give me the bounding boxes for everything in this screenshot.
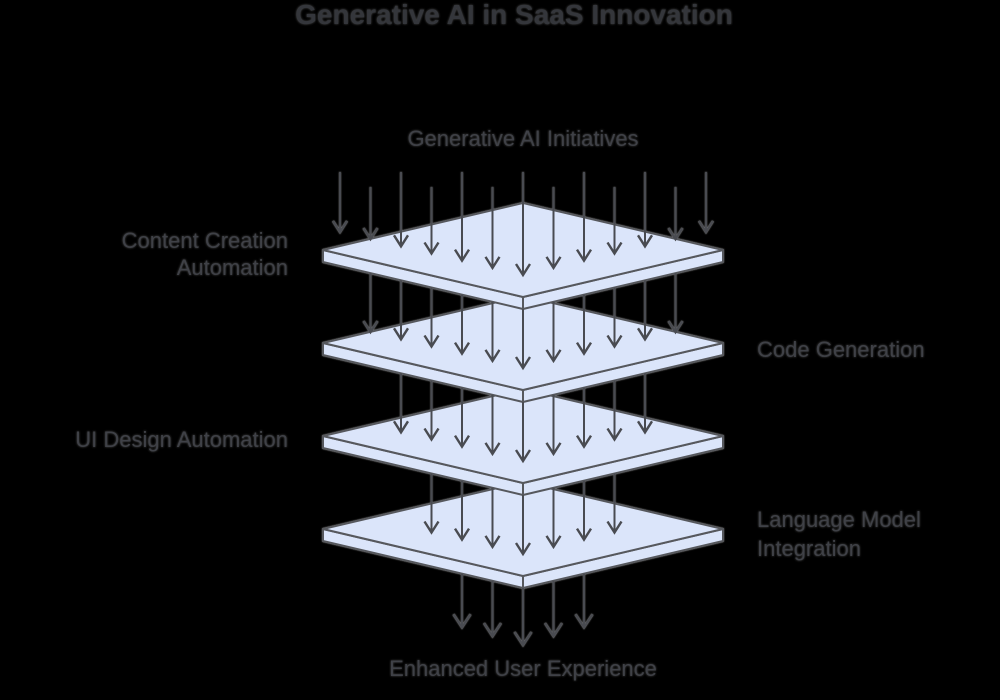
flow-arrow [392,280,410,342]
flow-arrow [392,373,410,435]
flow-arrow [423,380,440,442]
flow-arrow [423,187,440,256]
layer-label-ui-design-automation: UI Design Automation [75,426,288,454]
layer-label-language-model-integration: Language Model Integration [757,505,921,563]
label-line: Automation [176,255,288,280]
flow-arrow [545,301,562,364]
flow-arrow [484,487,501,550]
flow-arrow [362,273,379,335]
source-label: Generative AI Initiatives [407,126,639,151]
flow-arrow [697,172,715,235]
flow-arrow [667,273,684,335]
flow-arrow [636,172,654,249]
flow-arrow [575,172,593,263]
flow-arrow [484,187,501,271]
flow-arrow [514,172,532,278]
label-line: Language Model [757,507,921,532]
flow-arrow [514,309,532,371]
label-line: Integration [757,536,861,561]
flow-arrow [452,573,472,630]
flow-arrow [545,487,562,550]
flow-arrow [574,573,594,630]
flow-arrow [423,287,440,349]
flow-arrow [514,402,532,464]
flow-arrow [514,495,532,557]
label-line: UI Design Automation [75,427,288,452]
flow-arrow [545,187,562,271]
flow-arrow [575,480,593,542]
flow-arrow [513,588,533,648]
flow-arrow [575,294,593,356]
label-line: Content Creation [121,228,288,253]
label-line: Code Generation [757,337,925,362]
flow-arrow [606,380,623,442]
flow-arrow [606,473,623,535]
flow-arrow [423,473,440,535]
flow-arrow [453,480,471,542]
flow-arrow [543,580,564,639]
flow-arrow [606,287,623,349]
flow-arrow [482,580,503,639]
flow-arrow [453,294,471,356]
flow-arrow [575,387,593,449]
layer-label-code-generation: Code Generation [757,336,925,364]
diagram-title: Generative AI in SaaS Innovation [295,0,733,30]
flow-arrow [484,394,501,457]
flow-arrow [636,373,654,435]
flow-arrow [392,172,410,249]
flow-arrow [453,172,471,263]
flow-arrow [453,387,471,449]
layer-label-content-creation-automation: Content Creation Automation [122,227,288,281]
sink-label: Enhanced User Experience [389,656,657,681]
flow-arrow [331,172,349,235]
flow-arrow [362,187,379,242]
flow-arrow [636,280,654,342]
flow-arrow [606,187,623,256]
flow-arrow [484,301,501,364]
flow-arrow [545,394,562,457]
flow-arrow [667,187,684,242]
